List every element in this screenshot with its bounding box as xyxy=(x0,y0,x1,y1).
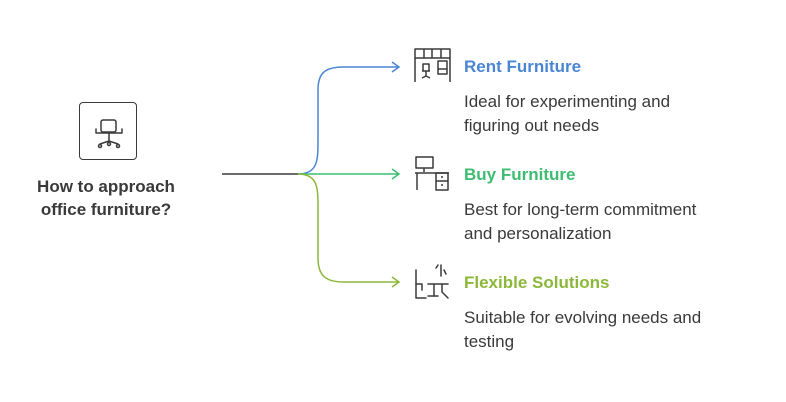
branch-desc-flex-line1: Suitable for evolving needs and xyxy=(464,308,702,327)
connector-flex xyxy=(297,173,398,283)
root-question: How to approach office furniture? xyxy=(20,175,192,221)
desk-with-monitor-icon xyxy=(412,154,452,194)
office-chair-icon xyxy=(79,102,137,160)
root-label-line1: How to approach xyxy=(37,177,175,196)
arrowhead-rent xyxy=(391,61,401,73)
branch-desc-buy: Best for long-term commitment and person… xyxy=(464,198,764,246)
connector-rent xyxy=(297,66,398,175)
rental-showroom-icon xyxy=(412,46,452,86)
branch-desc-buy-line1: Best for long-term commitment xyxy=(464,200,697,219)
arrowhead-flex xyxy=(391,276,401,288)
branch-desc-rent: Ideal for experimenting and figuring out… xyxy=(464,90,764,138)
branch-desc-flex-line2: testing xyxy=(464,332,515,351)
branch-desc-rent-line1: Ideal for experimenting and xyxy=(464,92,671,111)
branch-title-flex: Flexible Solutions xyxy=(464,273,610,292)
arrowhead-buy xyxy=(391,168,401,180)
branch-title-buy: Buy Furniture xyxy=(464,165,576,184)
branch-desc-flex: Suitable for evolving needs and testing xyxy=(464,306,764,354)
branch-title-rent: Rent Furniture xyxy=(464,57,582,76)
adjustable-desk-icon xyxy=(412,262,452,302)
root-label-line2: office furniture? xyxy=(40,200,172,219)
branch-desc-rent-line2: figuring out needs xyxy=(464,116,600,135)
branch-desc-buy-line2: and personalization xyxy=(464,224,612,243)
